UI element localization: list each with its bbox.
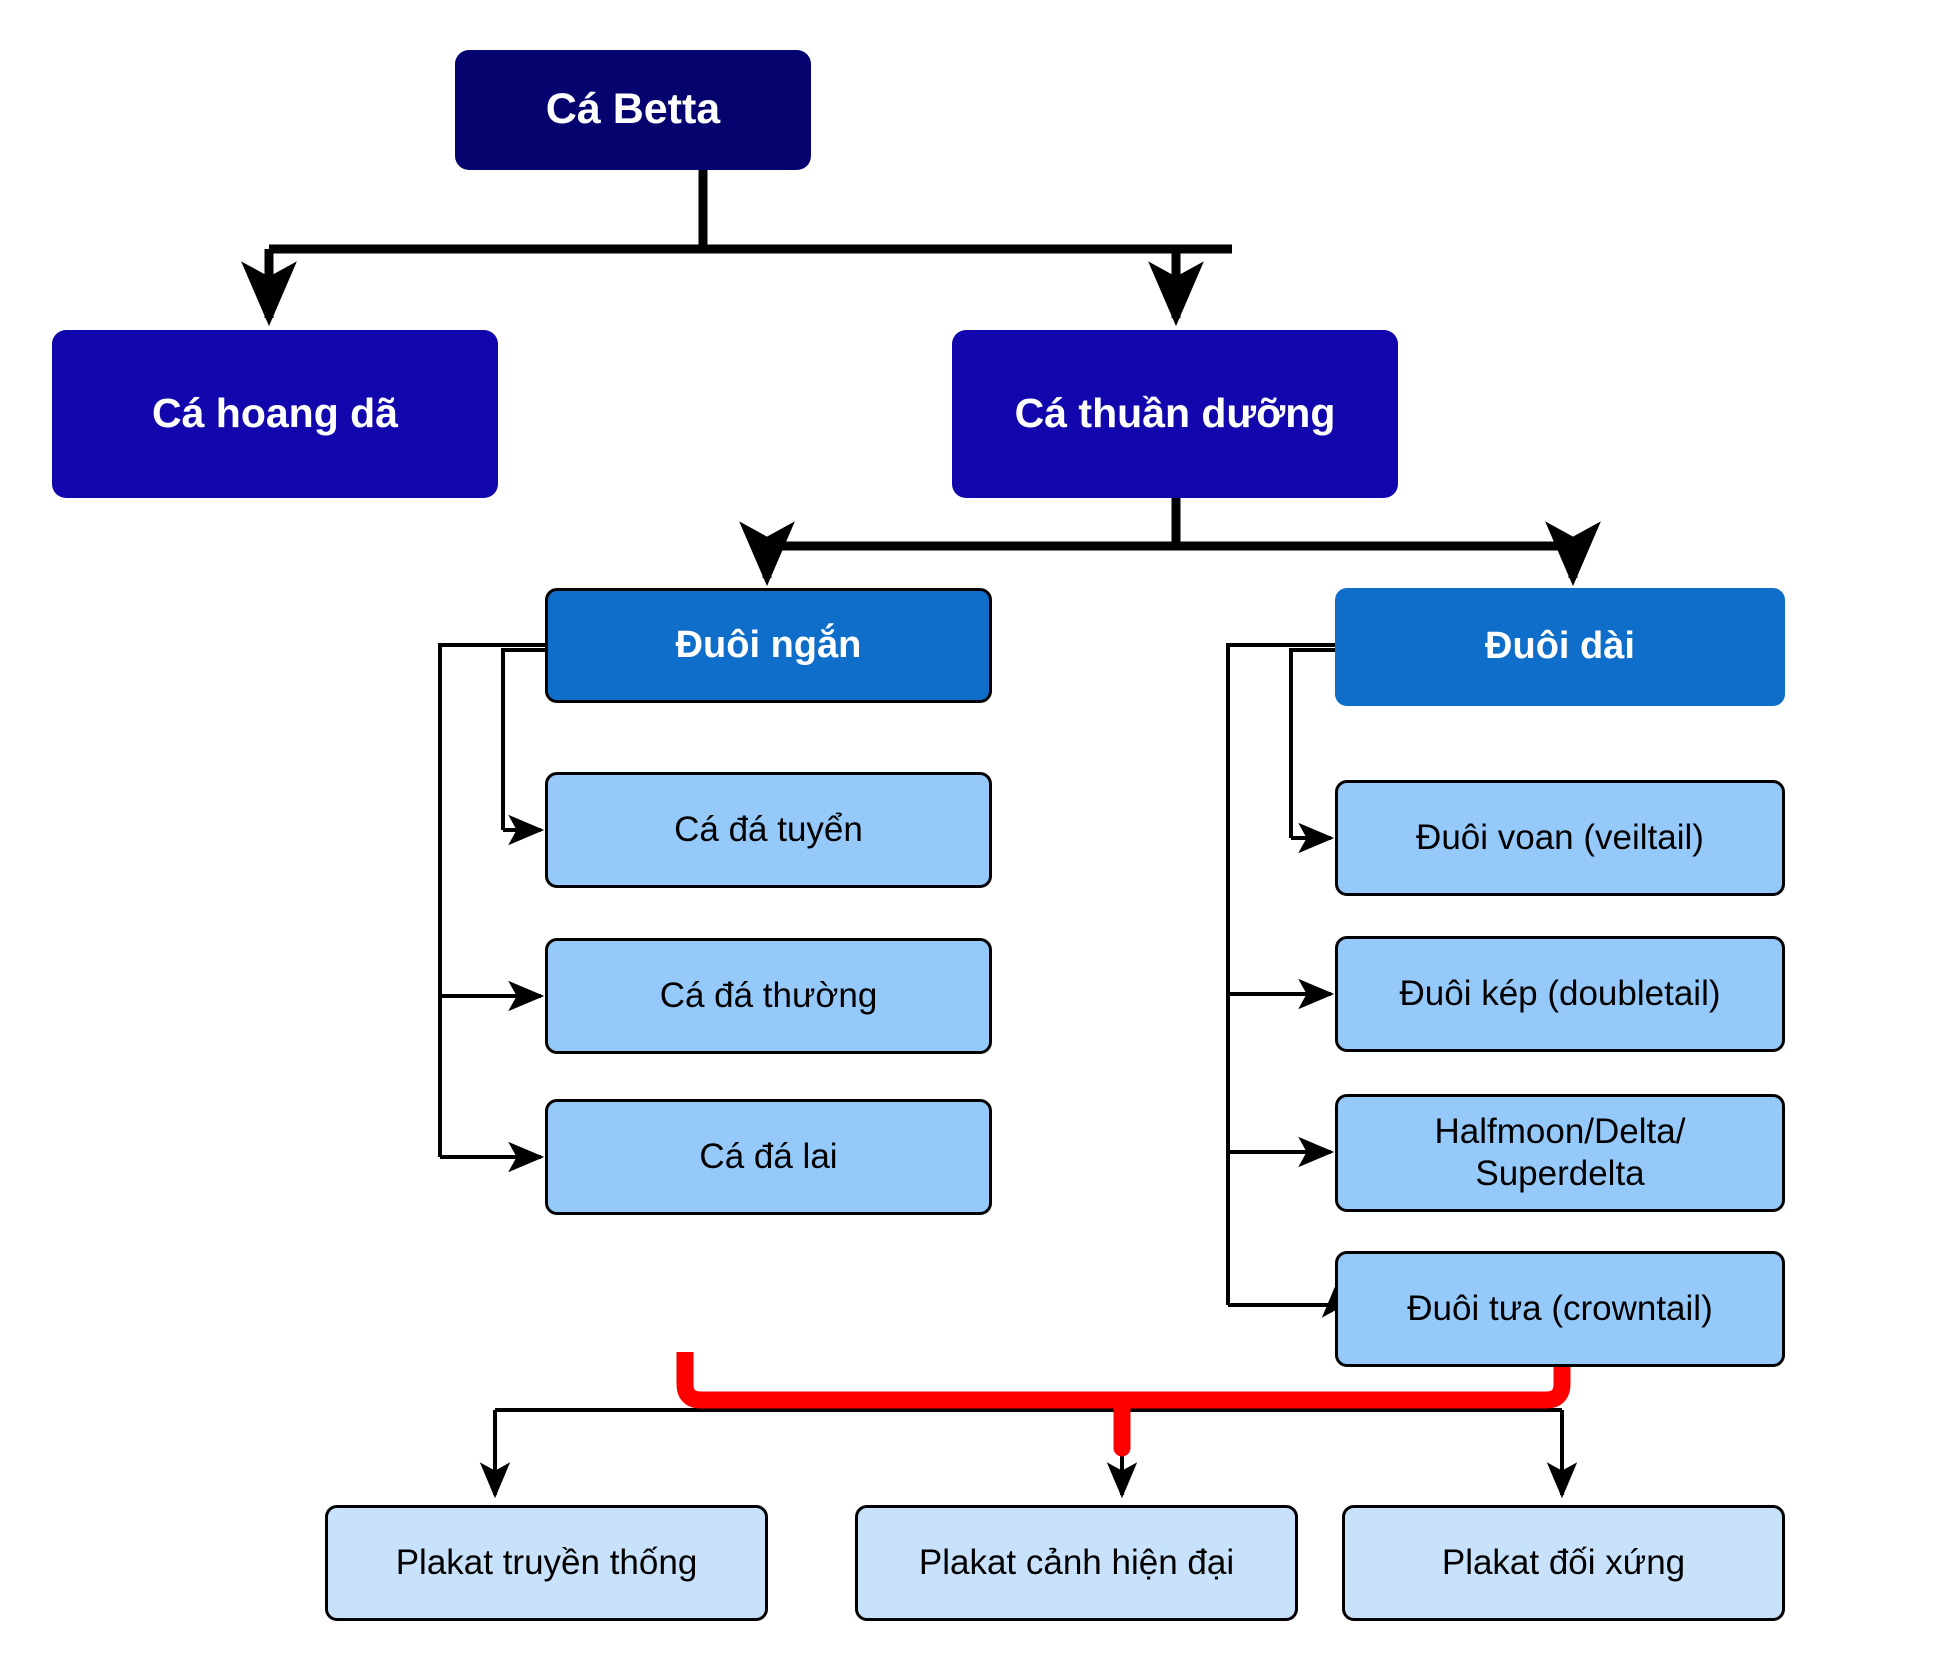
node-long-child-0[interactable]: Đuôi voan (veiltail) [1335,780,1785,896]
node-plakat-2-label: Plakat đối xứng [1441,1543,1686,1582]
node-long-child-1-label: Đuôi kép (doubletail) [1399,974,1721,1013]
node-long-child-0-label: Đuôi voan (veiltail) [1416,818,1704,857]
node-short-tail[interactable]: Đuôi ngắn [545,588,992,703]
node-long-tail-label: Đuôi dài [1485,625,1635,668]
node-long-tail[interactable]: Đuôi dài [1335,588,1785,706]
node-plakat-0[interactable]: Plakat truyền thống [325,1505,768,1621]
node-short-child-0-label: Cá đá tuyển [674,810,863,849]
node-root[interactable]: Cá Betta [455,50,811,170]
node-wild-label: Cá hoang dã [151,390,399,437]
node-domesticated[interactable]: Cá thuần dưỡng [952,330,1398,498]
node-long-child-1[interactable]: Đuôi kép (doubletail) [1335,936,1785,1052]
node-long-child-3-label: Đuôi tưa (crowntail) [1407,1289,1713,1328]
node-plakat-1-label: Plakat cảnh hiện đại [918,1543,1235,1582]
node-wild[interactable]: Cá hoang dã [52,330,498,498]
node-short-child-2[interactable]: Cá đá lai [545,1099,992,1215]
node-short-child-1[interactable]: Cá đá thường [545,938,992,1054]
edge-long-tail-bus [1226,643,1353,1318]
node-long-child-2[interactable]: Halfmoon/Delta/ Superdelta [1335,1094,1785,1212]
node-plakat-1[interactable]: Plakat cảnh hiện đại [855,1505,1298,1621]
node-long-child-2-label: Halfmoon/Delta/ Superdelta [1434,1112,1686,1193]
edge-plakat-bus [479,1408,1578,1499]
edge-short-tail-bus [438,643,545,1173]
node-root-label: Cá Betta [545,85,721,134]
node-short-child-2-label: Cá đá lai [699,1137,838,1176]
node-short-child-0[interactable]: Cá đá tuyển [545,772,992,888]
edge-root-split [241,170,1232,327]
node-domesticated-label: Cá thuần dưỡng [1014,390,1336,437]
node-plakat-0-label: Plakat truyền thống [395,1543,698,1582]
node-long-child-3[interactable]: Đuôi tưa (crowntail) [1335,1251,1785,1367]
node-short-child-1-label: Cá đá thường [659,976,878,1015]
edge-domesticated-split [739,498,1601,587]
node-short-tail-label: Đuôi ngắn [675,623,862,666]
node-plakat-2[interactable]: Plakat đối xứng [1342,1505,1785,1621]
